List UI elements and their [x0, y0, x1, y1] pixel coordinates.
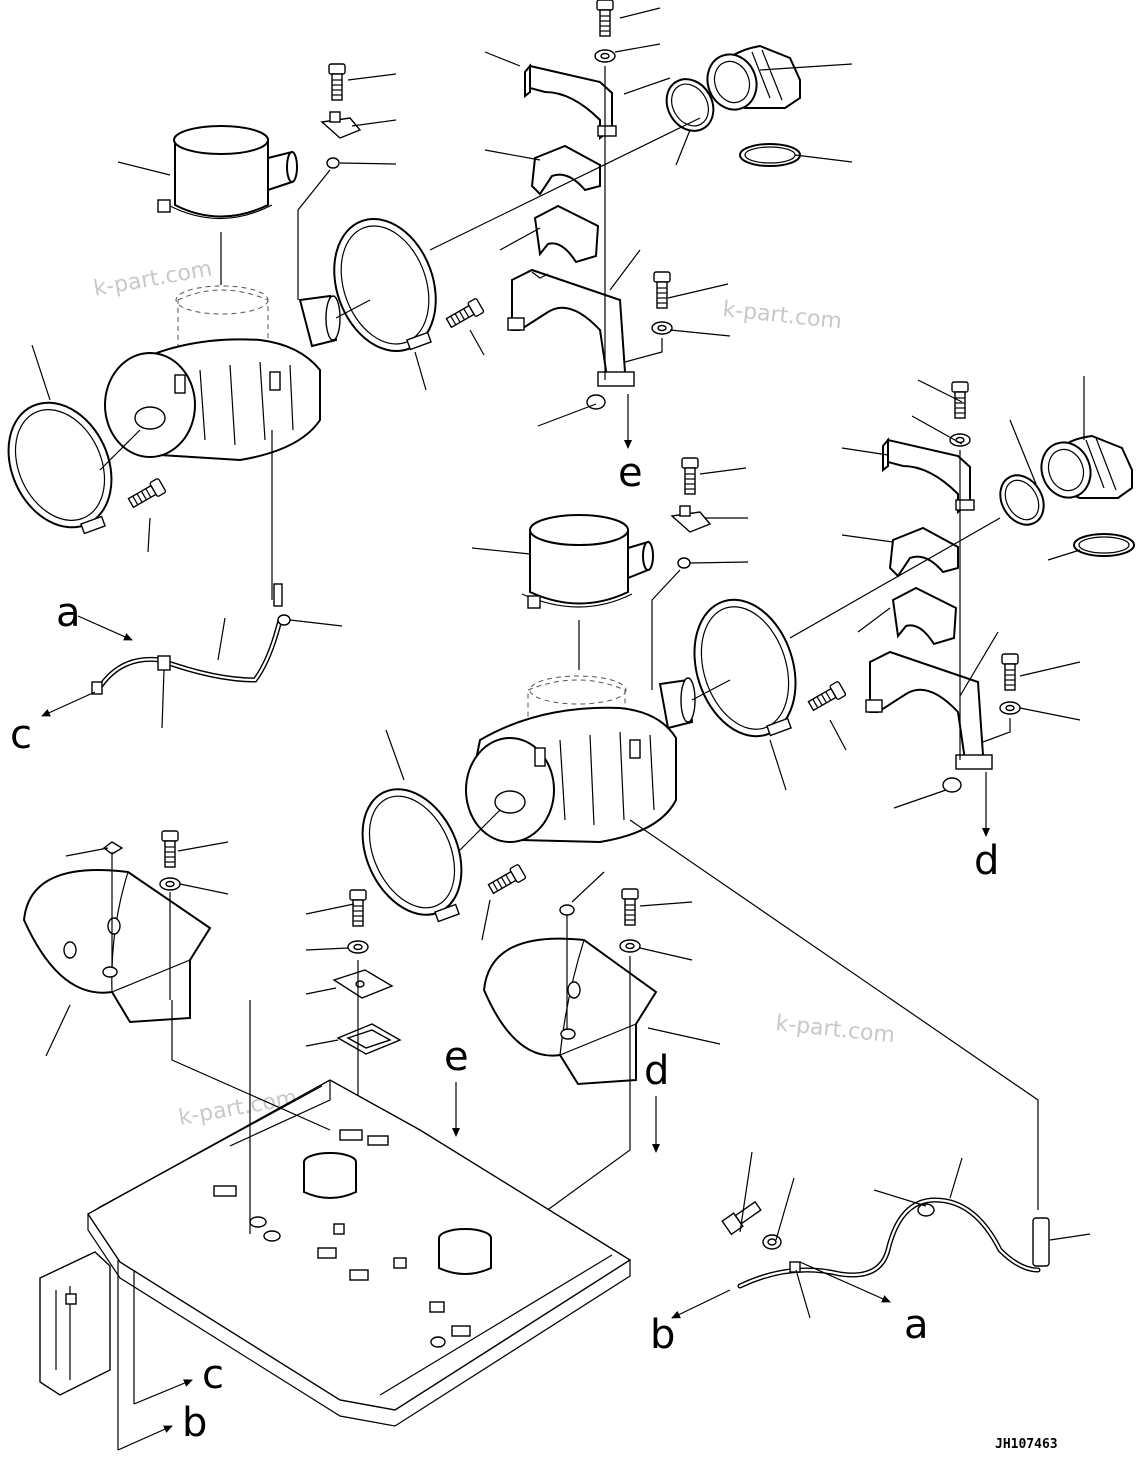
- lower-left-cover-plate: [22, 830, 212, 1024]
- upper-hose-clamp-1: [665, 78, 715, 132]
- middle-hose-clamp-2: [1073, 533, 1135, 557]
- view-label-a: a: [56, 590, 81, 636]
- upper-air-cleaner-assembly: [7, 0, 801, 695]
- middle-hose-clamp-1: [999, 474, 1045, 526]
- lower-right-indicator-hose: [721, 1197, 1050, 1289]
- middle-elbow-hose: [1040, 434, 1133, 499]
- upper-precleaner-cap: [157, 125, 298, 219]
- view-label-b: b: [650, 1312, 675, 1358]
- drawing-code: JH107463: [995, 1437, 1058, 1452]
- middle-clip: [670, 505, 712, 533]
- upper-bracket-group: [507, 63, 635, 410]
- upper-indicator-hose: [91, 583, 291, 695]
- watermark-text: k-part.com: [774, 1011, 896, 1048]
- leader-lines: [31, 7, 1091, 1319]
- view-arrows: [41, 394, 990, 1451]
- middle-air-cleaner-body: [465, 675, 696, 844]
- floor-frame: [39, 1000, 632, 1450]
- middle-left-clamp-band: [361, 788, 463, 923]
- upper-air-cleaner-body: [104, 285, 341, 462]
- middle-large-clamp-band: [693, 598, 797, 738]
- upper-large-clamp-band: [333, 218, 437, 352]
- small-plate-parts: [332, 889, 402, 1130]
- middle-precleaner-cap: [521, 514, 654, 609]
- view-label-c: c: [202, 1352, 224, 1398]
- view-labels: a c e d e d b a c b: [10, 450, 999, 1446]
- upper-left-clamp-band: [7, 401, 113, 535]
- middle-bracket-group: [865, 437, 993, 793]
- upper-elbow-hose: [706, 44, 801, 111]
- middle-air-cleaner-assembly: [361, 381, 1135, 1210]
- view-label-d: d: [644, 1048, 669, 1094]
- view-label-e: e: [444, 1034, 469, 1080]
- view-label-d: d: [974, 838, 999, 884]
- view-label-a: a: [904, 1302, 929, 1348]
- watermark-text: k-part.com: [92, 256, 214, 301]
- view-label-c: c: [10, 712, 32, 758]
- upper-clip: [320, 111, 362, 139]
- view-label-e: e: [618, 450, 643, 496]
- upper-hose-clamp-2: [739, 143, 801, 167]
- watermark-text: k-part.com: [721, 297, 843, 334]
- view-label-b: b: [182, 1400, 207, 1446]
